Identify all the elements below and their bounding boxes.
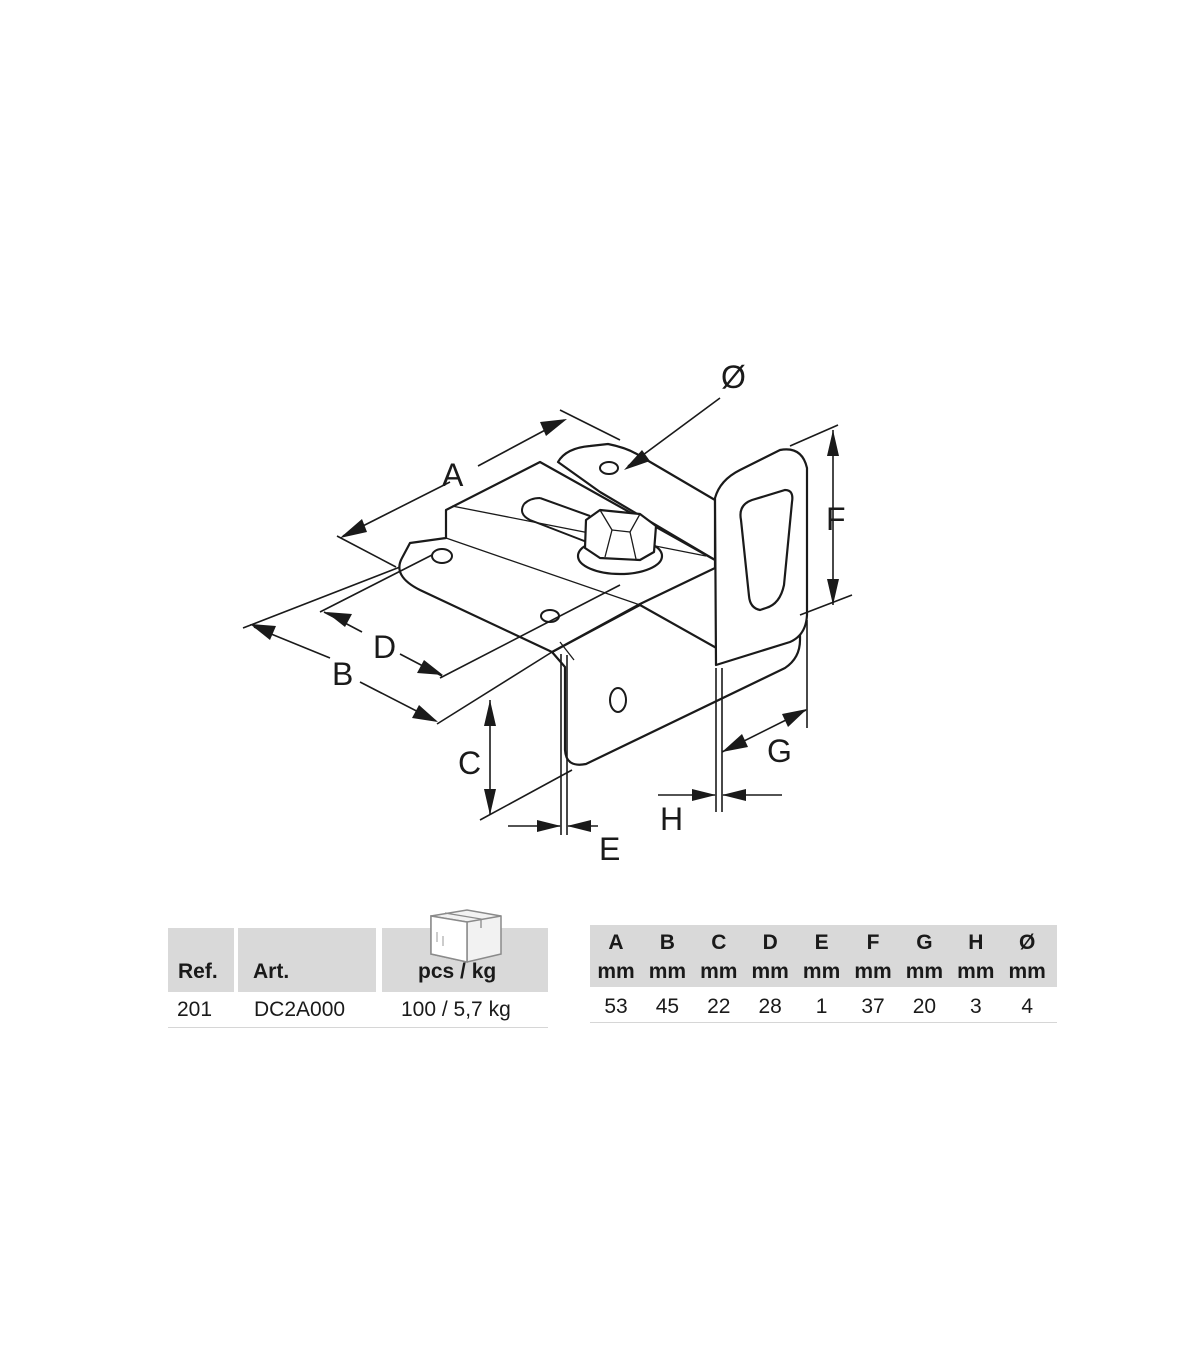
dim-label-d: D xyxy=(373,629,396,665)
top-plate-fold-line-2 xyxy=(451,505,707,557)
dim-label-e: E xyxy=(599,831,620,867)
header-pack: pcs / kg xyxy=(418,960,497,983)
dim-value-cell: 53 xyxy=(604,995,628,1018)
hole-back-flange xyxy=(599,461,619,475)
dim-label-a: A xyxy=(442,457,464,493)
dim-label-b: B xyxy=(332,656,353,692)
hex-bolt xyxy=(576,508,664,576)
dim-label-f: F xyxy=(826,501,846,537)
article-table: Ref. Art. pcs / kg 201 DC2A000 100 / 5,7… xyxy=(168,928,548,1028)
dim-header-unit: mm xyxy=(700,960,738,983)
dim-value-cell: 37 xyxy=(861,995,885,1018)
dim-label-c: C xyxy=(458,745,481,781)
cardboard-box-icon xyxy=(430,909,502,963)
dim-value-cell: 22 xyxy=(707,995,731,1018)
top-slot xyxy=(521,497,593,545)
dim-header-unit: mm xyxy=(1008,960,1046,983)
dim-header-letter: A xyxy=(608,931,624,954)
header-art: Art. xyxy=(253,960,290,983)
dim-header-letter: D xyxy=(762,931,778,954)
dim-header-unit: mm xyxy=(802,960,841,983)
front-bend-line xyxy=(551,651,566,668)
top-plate-fold-line xyxy=(445,537,641,606)
dim-value-cell: 45 xyxy=(655,995,680,1018)
dim-header-letter: H xyxy=(968,931,984,954)
dim-value-cell: 20 xyxy=(912,995,937,1018)
dim-label-h: H xyxy=(660,801,683,837)
dim-header-letter: G xyxy=(916,931,933,954)
dim-header-letter: E xyxy=(814,931,829,954)
cell-art: DC2A000 xyxy=(254,998,346,1021)
wing-slot xyxy=(739,488,794,612)
table-row: 201 DC2A000 100 / 5,7 kg xyxy=(168,992,548,1028)
right-vertical-wing xyxy=(713,448,809,667)
table-row: 53 45 22 28 1 37 20 3 4 xyxy=(590,987,1057,1023)
dim-value-cell: 1 xyxy=(815,995,828,1018)
dim-header-unit: mm xyxy=(597,960,635,983)
dim-header-unit: mm xyxy=(751,960,789,983)
dim-label-diameter: Ø xyxy=(721,359,746,395)
cell-pack: 100 / 5,7 kg xyxy=(401,998,511,1021)
front-bend-line-2 xyxy=(559,641,575,661)
dim-label-g: G xyxy=(767,733,792,769)
dim-header-letter: Ø xyxy=(1019,931,1036,954)
dim-header-unit: mm xyxy=(648,960,687,983)
header-art-cell: Art. xyxy=(238,928,376,992)
dim-header-letter: C xyxy=(711,931,727,954)
dim-header-letter: F xyxy=(866,931,880,954)
top-plate xyxy=(398,460,717,654)
dim-header-unit: mm xyxy=(854,960,892,983)
header-ref-cell: Ref. xyxy=(168,928,234,992)
dim-header-unit: mm xyxy=(957,960,995,983)
cell-ref: 201 xyxy=(177,998,213,1021)
header-ref: Ref. xyxy=(178,960,218,983)
hole-front-plate xyxy=(609,687,627,713)
dim-value-cell: 4 xyxy=(1021,995,1034,1018)
bracket-technical-drawing: A B D C E F G H Ø xyxy=(242,359,853,867)
hole-top-left xyxy=(431,548,453,564)
dim-header-letter: B xyxy=(659,931,675,954)
dim-value-cell: 3 xyxy=(969,995,982,1018)
dim-header-unit: mm xyxy=(905,960,944,983)
dim-value-cell: 28 xyxy=(758,995,782,1018)
